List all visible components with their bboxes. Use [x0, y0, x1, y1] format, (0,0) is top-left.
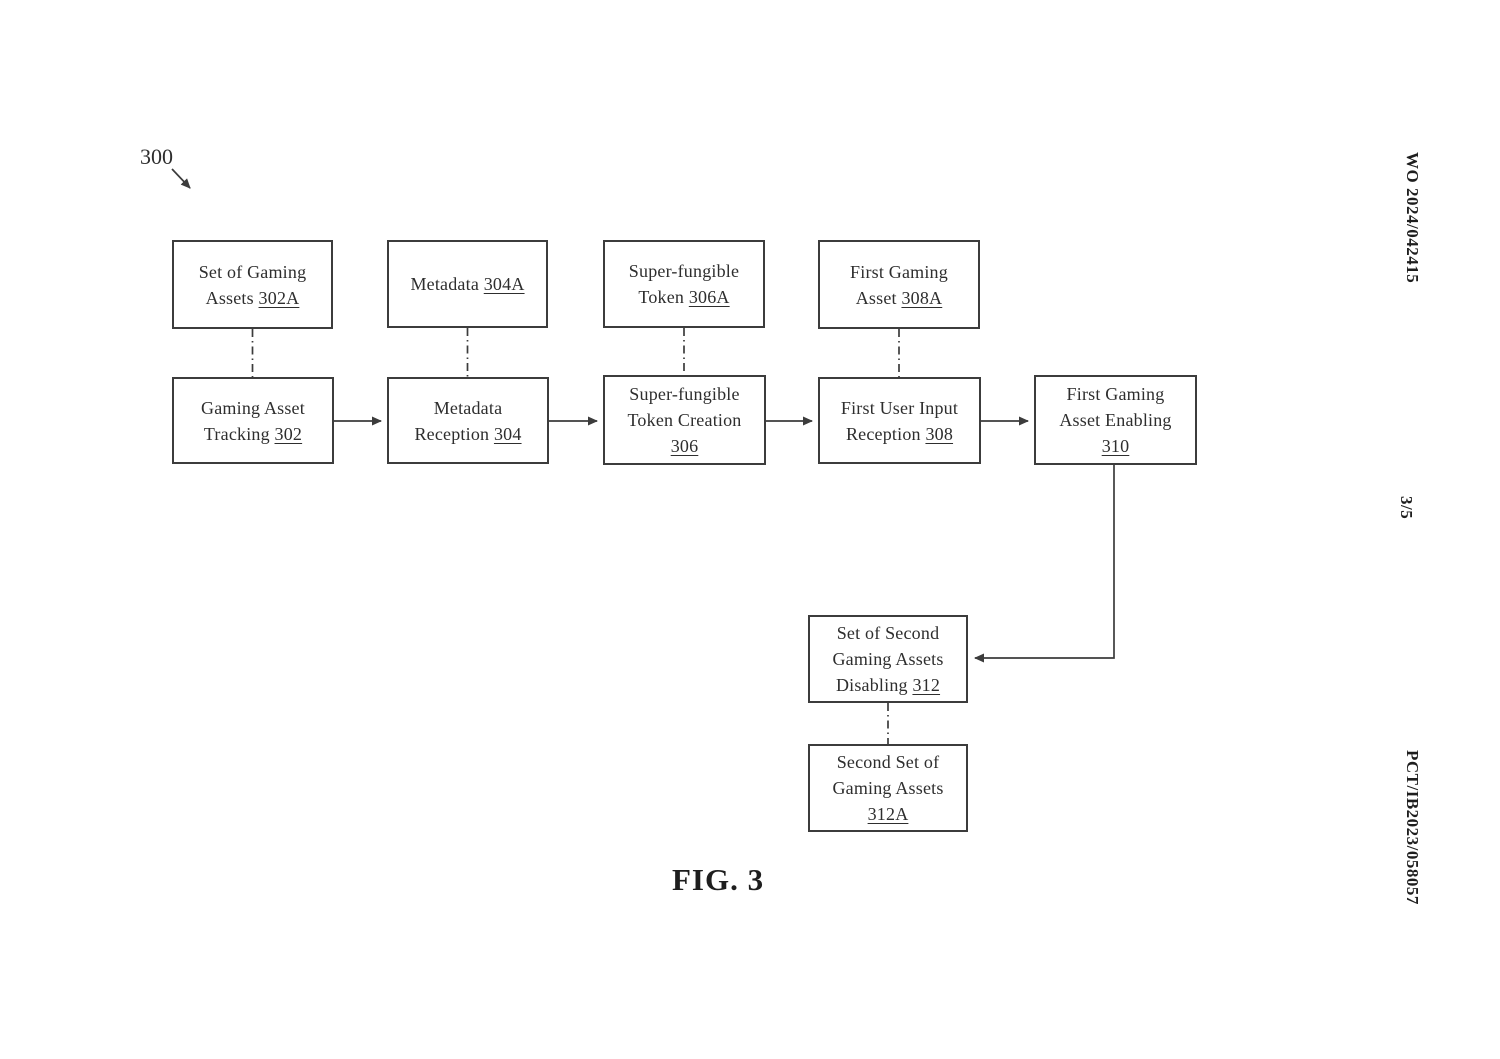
box-label: Gaming Asset Tracking	[201, 397, 305, 444]
box-label: Set of Gaming Assets	[198, 261, 307, 308]
figure-ref-number: 300	[140, 144, 173, 169]
box-ref-number: 302	[274, 423, 303, 444]
box-label: First User Input Reception	[840, 397, 959, 444]
box-ref-number: 304	[493, 423, 522, 444]
figure-ref-arrow	[171, 168, 191, 189]
box-ref-number: 310	[1101, 436, 1130, 456]
box-label: Metadata	[410, 274, 480, 294]
box-label: Metadata Reception	[414, 397, 503, 444]
box-gaming-asset-tracking-302: Gaming Asset Tracking 302	[172, 377, 334, 464]
box-metadata-304A: Metadata 304A	[387, 240, 548, 328]
box-super-fungible-token-creation-306: Super-fungible Token Creation 306	[603, 375, 766, 465]
box-label: First Gaming Asset	[850, 261, 948, 308]
box-label: Second Set of Gaming Assets	[832, 752, 944, 798]
box-ref-number: 304A	[483, 274, 525, 294]
box-label: First Gaming Asset Enabling	[1059, 384, 1172, 430]
arrow-310-312	[974, 465, 1115, 663]
box-label: Super-fungible Token Creation	[627, 384, 742, 430]
box-ref-number: 312	[912, 675, 941, 695]
box-label: Set of Second Gaming Assets Disabling	[832, 623, 944, 695]
box-ref-number: 308A	[901, 287, 943, 308]
box-ref-number: 302A	[258, 287, 300, 308]
box-ref-number: 312A	[867, 804, 909, 824]
box-first-gaming-asset-enabling-310: First Gaming Asset Enabling 310	[1034, 375, 1197, 465]
box-ref-number: 306	[670, 436, 699, 456]
box-second-set-of-gaming-assets-312A: Second Set of Gaming Assets 312A	[808, 744, 968, 832]
box-first-user-input-reception-308: First User Input Reception 308	[818, 377, 981, 464]
application-number: PCT/IB2023/058057	[1403, 750, 1422, 905]
box-super-fungible-token-306A: Super-fungible Token 306A	[603, 240, 765, 328]
sheet-number: 3/5	[1397, 496, 1416, 520]
box-metadata-reception-304: Metadata Reception 304	[387, 377, 549, 464]
box-ref-number: 308	[925, 423, 954, 444]
box-first-gaming-asset-308A: First Gaming Asset 308A	[818, 240, 980, 329]
publication-number: WO 2024/042415	[1403, 152, 1422, 284]
box-set-of-second-gaming-assets-disabling-312: Set of Second Gaming Assets Disabling 31…	[808, 615, 968, 703]
box-ref-number: 306A	[688, 287, 730, 307]
box-label: Super-fungible Token	[628, 261, 740, 307]
figure-caption: FIG. 3	[672, 862, 765, 897]
box-set-of-gaming-assets-302A: Set of Gaming Assets 302A	[172, 240, 333, 329]
